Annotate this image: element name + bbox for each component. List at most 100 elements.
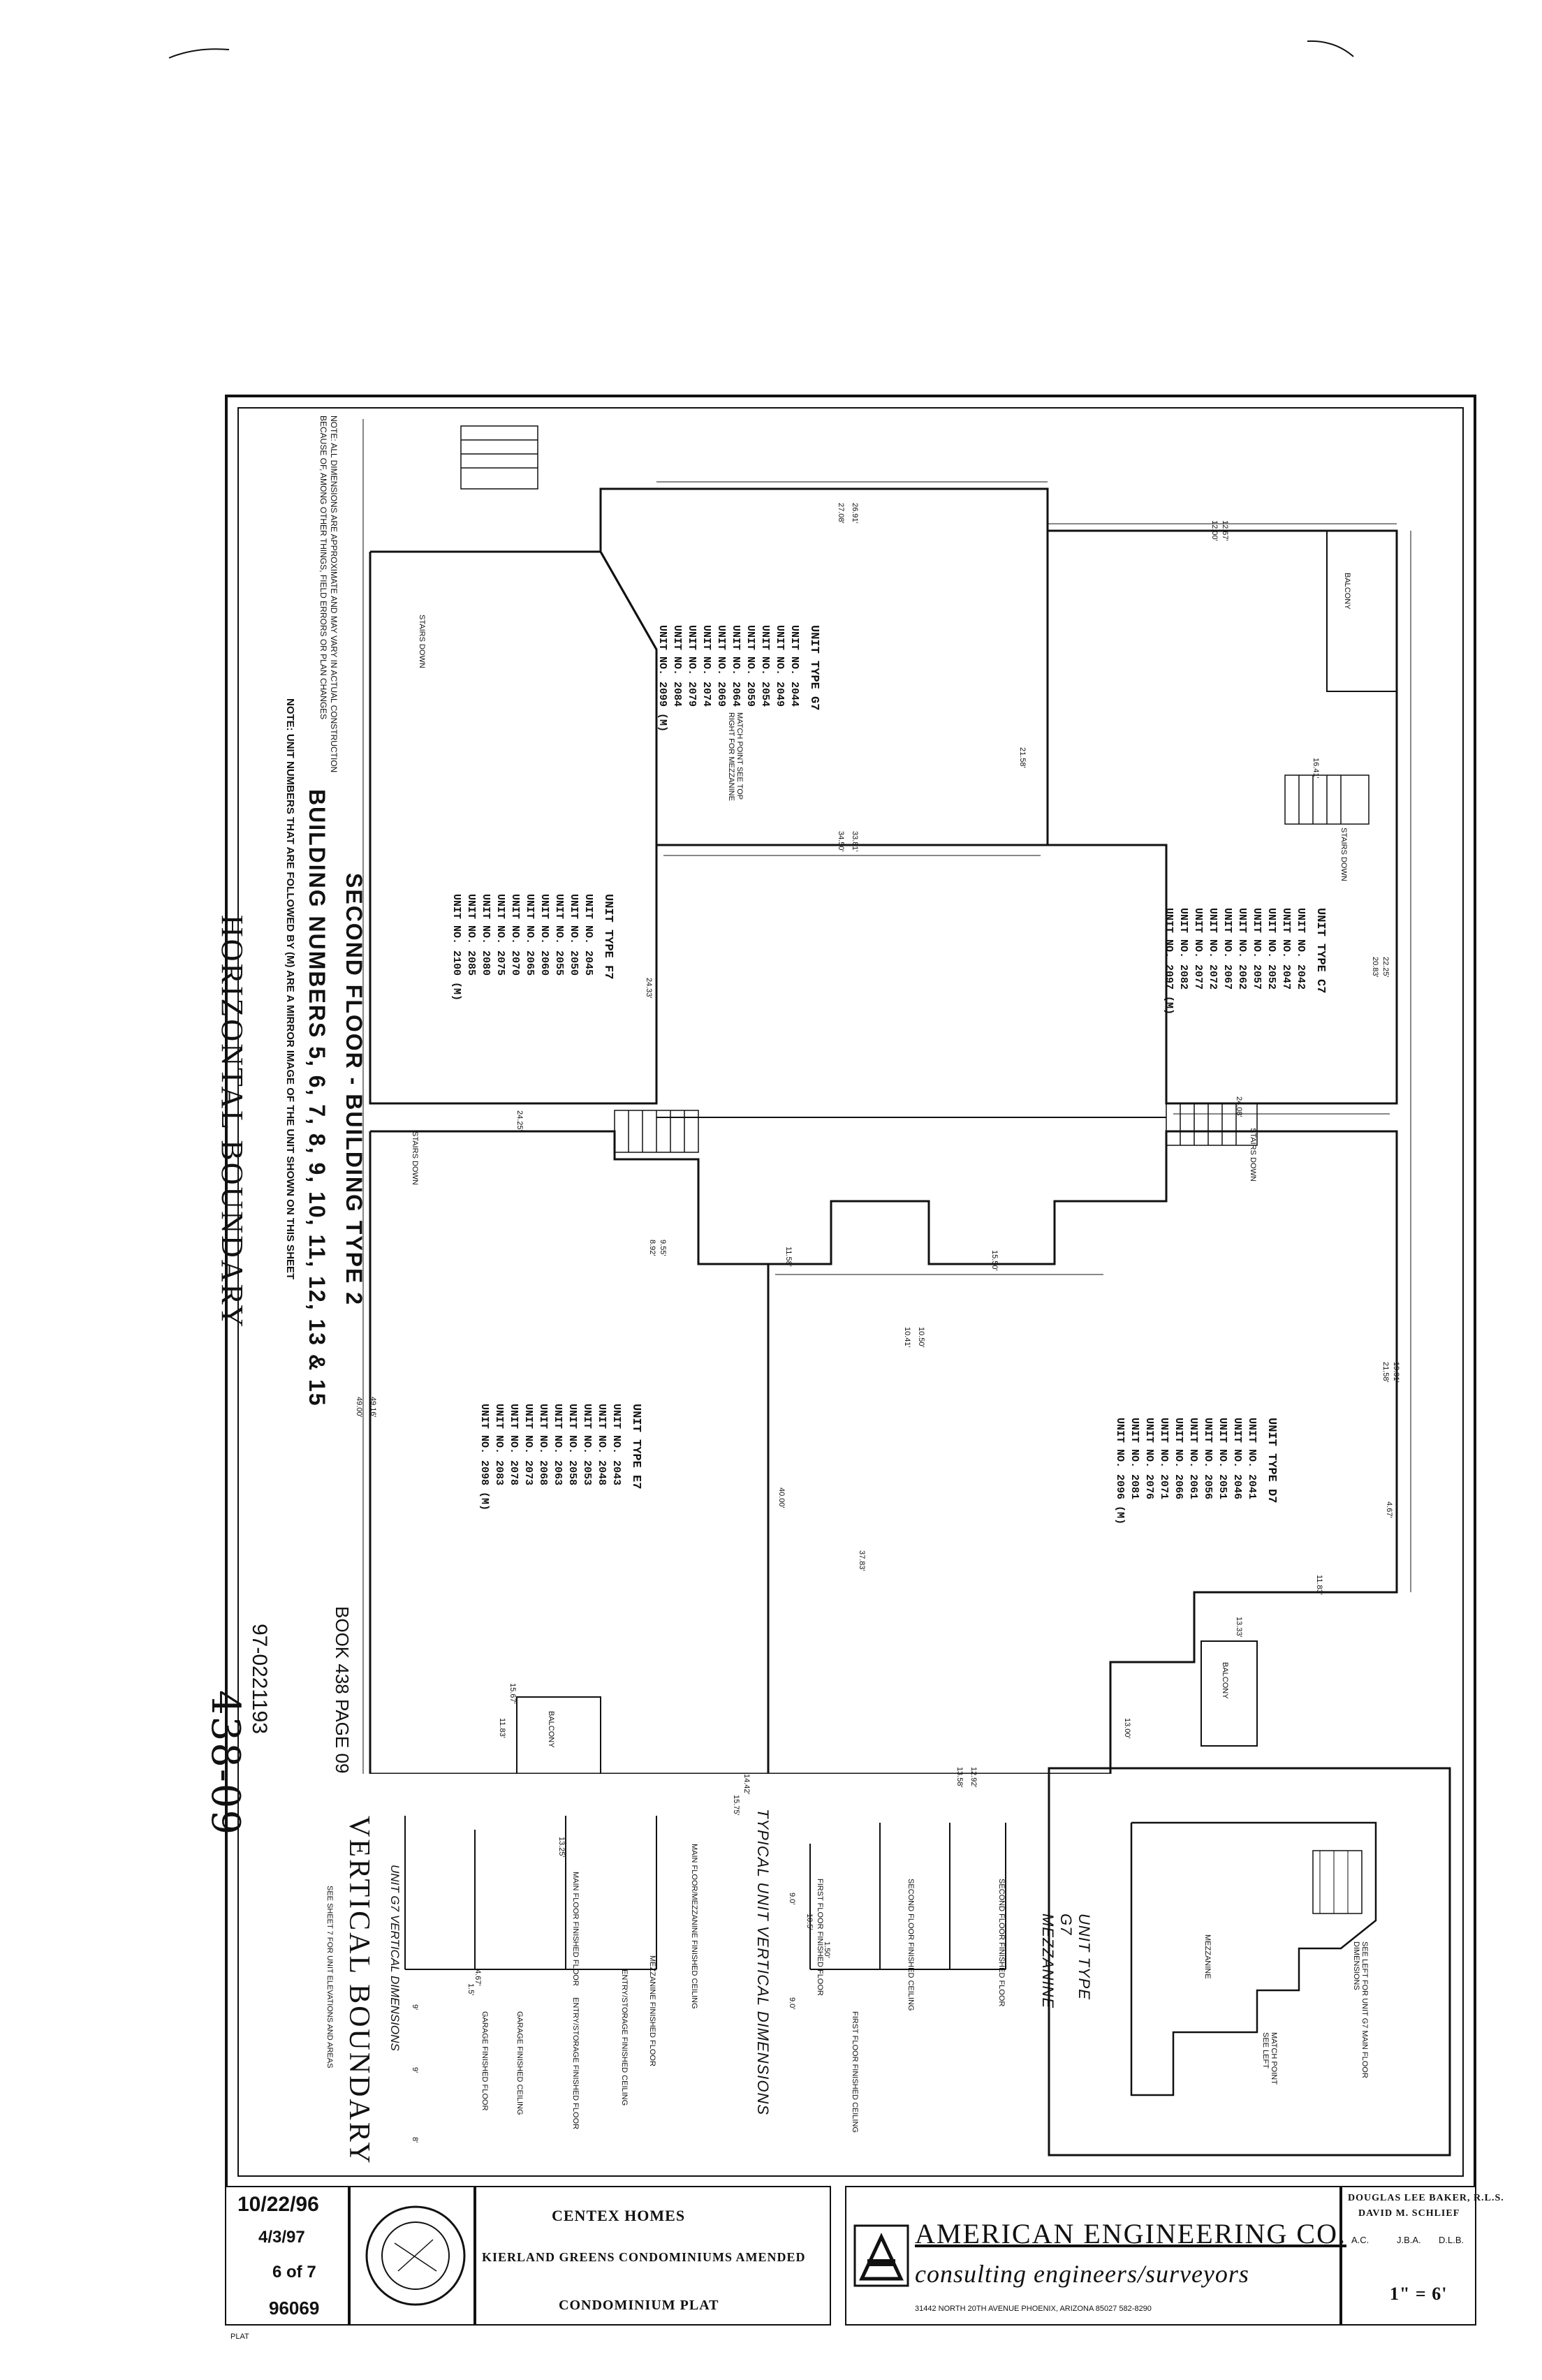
unit-number: UNIT NO. 2041 xyxy=(1246,1418,1258,1500)
dim-label: 37.83' xyxy=(858,1550,866,1571)
unit-number: UNIT NO. 2083 xyxy=(493,1404,505,1486)
g7-level-label: ENTRY/STORAGE FINISHED FLOOR xyxy=(571,1997,580,2130)
unit-number: UNIT NO. 2044 xyxy=(788,625,800,707)
page-title-line2: BUILDING NUMBERS 5, 6, 7, 8, 9, 10, 11, … xyxy=(304,789,330,1407)
date-revised: 4/3/97 xyxy=(258,2228,305,2247)
unit-g7-outline xyxy=(599,487,1049,846)
dim-label: 34.50' xyxy=(837,831,845,852)
unit-number: UNIT NO. 2051 xyxy=(1217,1418,1228,1500)
dim-label: 33.81' xyxy=(851,831,859,852)
unit-f7-outline xyxy=(369,550,658,1105)
unit-number: UNIT NO. 2075 xyxy=(494,894,506,976)
unit-number: UNIT NO. 2071 xyxy=(1158,1418,1170,1500)
level-label: SECOND FLOOR FINISHED FLOOR xyxy=(997,1879,1006,2007)
g7-vertical-title: UNIT G7 VERTICAL DIMENSIONS xyxy=(388,1865,402,2051)
unit-number: UNIT NO. 2100 (M) xyxy=(450,894,462,1001)
company-subtitle: consulting engineers/surveyors xyxy=(915,2260,1249,2288)
vdim-label: 9.0' xyxy=(788,1997,796,2010)
unit-number: UNIT NO. 2055 xyxy=(553,894,565,976)
plat-label: PLAT xyxy=(230,2333,249,2341)
unit-number: UNIT NO. 2076 xyxy=(1143,1418,1155,1500)
sheet-number: 6 of 7 xyxy=(272,2263,316,2282)
unit-number: UNIT NO. 2080 xyxy=(480,894,492,976)
unit-type-label: UNIT TYPE G7 xyxy=(807,625,821,711)
unit-number: UNIT NO. 2048 xyxy=(596,1404,608,1486)
unit-type-label: UNIT TYPE D7 xyxy=(1265,1418,1278,1504)
vdim-label: 9' xyxy=(411,2004,419,2011)
date-cell xyxy=(225,2186,349,2326)
unit-number: UNIT NO. 2099 (M) xyxy=(656,625,668,733)
g7-level-label: GARAGE FINISHED CEILING xyxy=(515,2011,524,2115)
unit-number: UNIT NO. 2068 xyxy=(537,1404,549,1486)
unit-type-label: UNIT TYPE C7 xyxy=(1314,908,1327,994)
unit-type-label: UNIT TYPE F7 xyxy=(601,894,615,980)
mezzanine-label: MEZZANINE xyxy=(1203,1934,1212,1979)
dim-label: 8.92' xyxy=(648,1240,656,1256)
unit-number: UNIT NO. 2063 xyxy=(552,1404,564,1486)
dim-label: 49.16' xyxy=(369,1397,377,1418)
dim-label: 12.92' xyxy=(969,1767,978,1788)
unit-number: UNIT NO. 2060 xyxy=(538,894,550,976)
unit-number: UNIT NO. 2081 xyxy=(1129,1418,1140,1500)
company-address: 31442 NORTH 20TH AVENUE PHOENIX, ARIZONA… xyxy=(915,2305,1152,2313)
g7-level-label: MEZZANINE FINISHED FLOOR xyxy=(648,1955,656,2066)
dim-label: 49.00' xyxy=(355,1397,363,1418)
unit-d7-outline xyxy=(767,1130,1398,1774)
plat-title: CONDOMINIUM PLAT xyxy=(559,2298,719,2313)
g7-level-label: MAIN FLOOR/MEZZANINE FINISHED CEILING xyxy=(690,1844,698,2009)
handwritten-reference: 438-09 xyxy=(203,1690,248,1837)
dim-label: 14.42' xyxy=(742,1774,751,1795)
unit-number: UNIT NO. 2073 xyxy=(522,1404,534,1486)
owner-name: CENTEX HOMES xyxy=(552,2207,686,2224)
unit-c7-outline xyxy=(1048,529,1398,1105)
unit-number: UNIT NO. 2085 xyxy=(465,894,477,976)
mirror-note: NOTE: UNIT NUMBERS THAT ARE FOLLOWED BY … xyxy=(284,698,296,1280)
unit-number: UNIT NO. 2079 xyxy=(686,625,698,707)
unit-number: UNIT NO. 2054 xyxy=(759,625,771,707)
unit-number: UNIT NO. 2057 xyxy=(1251,908,1263,990)
balcony-label: BALCONY xyxy=(547,1711,555,1748)
logo-cell xyxy=(831,2186,845,2326)
unit-number: UNIT NO. 2097 (M) xyxy=(1163,908,1175,1015)
dim-label: 9.55' xyxy=(659,1240,667,1256)
dim-label: 24.33' xyxy=(645,978,653,999)
surveyor-name-2: DAVID M. SCHLIEF xyxy=(1358,2208,1460,2219)
dim-label: 16.41' xyxy=(1312,758,1320,779)
dim-label: 11.58' xyxy=(784,1247,793,1267)
unit-number: UNIT NO. 2082 xyxy=(1177,908,1189,990)
unit-number: UNIT NO. 2049 xyxy=(774,625,786,707)
surveyor-cell xyxy=(1341,2186,1476,2326)
unit-number: UNIT NO. 2050 xyxy=(568,894,580,976)
field-survey: A.C. xyxy=(1351,2235,1370,2245)
date-original: 10/22/96 xyxy=(237,2193,319,2216)
unit-number: UNIT NO. 2053 xyxy=(581,1404,593,1486)
dim-label: 22.25' xyxy=(1381,957,1390,978)
dim-label: 12.67' xyxy=(1221,520,1229,541)
stairs-down-label: STAIRS DOWN xyxy=(1249,1128,1257,1182)
registered-seal-icon xyxy=(365,2205,466,2306)
seal-cell xyxy=(349,2186,475,2326)
unit-number: UNIT NO. 2098 (M) xyxy=(478,1404,490,1511)
company-logo-icon xyxy=(853,2224,909,2287)
dim-label: 11.83' xyxy=(498,1718,506,1738)
see-left-note: SEE LEFT FOR UNIT G7 MAIN FLOOR DIMENSIO… xyxy=(1352,1941,1369,2078)
match-point-label: MATCH POINT SEE LEFT xyxy=(1261,2032,1278,2085)
unit-number: UNIT NO. 2045 xyxy=(582,894,594,976)
company-name: AMERICAN ENGINEERING CO. xyxy=(915,2218,1346,2249)
unit-number: UNIT NO. 2074 xyxy=(700,625,712,707)
unit-number: UNIT NO. 2096 (M) xyxy=(1114,1418,1126,1525)
dimension-note: NOTE: ALL DIMENSIONS ARE APPROXIMATE AND… xyxy=(318,416,339,773)
dim-label: 15.67' xyxy=(508,1683,517,1704)
dim-label: 24.08' xyxy=(1235,1096,1243,1117)
vdim-label: 9.0' xyxy=(788,1893,796,1905)
level-label: FIRST FLOOR FINISHED CEILING xyxy=(851,2011,859,2133)
dim-label: 15.50' xyxy=(990,1250,999,1271)
unit-number: UNIT NO. 2052 xyxy=(1265,908,1277,990)
unit-number: UNIT NO. 2067 xyxy=(1221,908,1233,990)
unit-number: UNIT NO. 2042 xyxy=(1295,908,1307,990)
